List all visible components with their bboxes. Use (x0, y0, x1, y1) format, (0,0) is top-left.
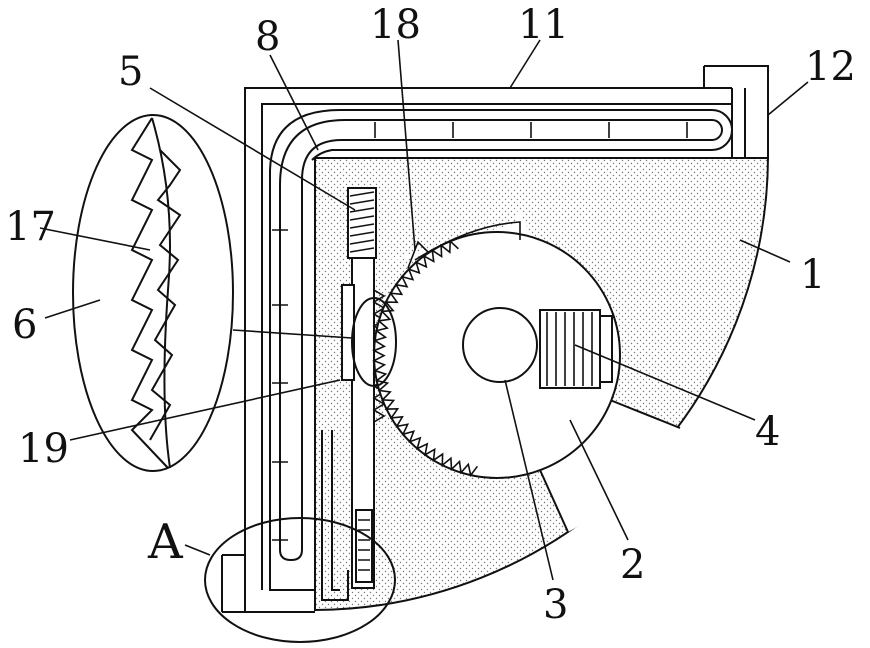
label-17: 17 (5, 204, 56, 250)
label-18: 18 (370, 2, 421, 48)
label-6: 6 (12, 302, 37, 348)
label-11: 11 (518, 2, 569, 48)
leader-a (185, 545, 210, 555)
label-5: 5 (118, 49, 143, 95)
label-1: 1 (800, 252, 825, 298)
shaft (463, 308, 537, 382)
detail-view (73, 115, 233, 471)
bracket (704, 66, 768, 158)
motor (540, 310, 612, 388)
tube-bottom-bend (280, 545, 302, 560)
label-3: 3 (543, 582, 568, 628)
label-a: A (147, 514, 184, 570)
label-19: 19 (18, 426, 69, 472)
leader-8 (270, 55, 318, 150)
spring (348, 188, 376, 258)
leader-12 (768, 82, 808, 115)
label-8: 8 (255, 14, 280, 60)
label-2: 2 (620, 542, 645, 588)
label-12: 12 (805, 44, 856, 90)
label-4: 4 (755, 409, 780, 455)
frame-bottom (222, 555, 315, 612)
